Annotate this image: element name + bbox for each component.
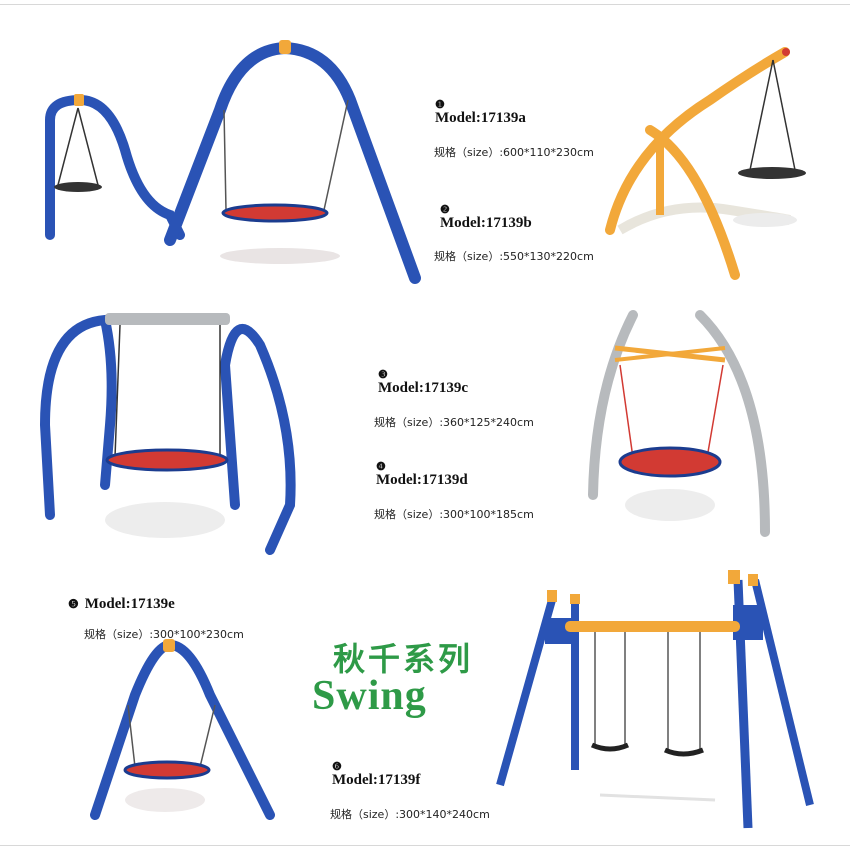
model-text-b: Model:17139b	[440, 215, 532, 231]
size-label-a: 规格（size）:600*110*230cm	[434, 146, 594, 159]
model-label-c: ❸ Model:17139c	[378, 369, 468, 397]
swing-illustration-a	[45, 40, 421, 284]
size-label-b: 规格（size）:550*130*220cm	[434, 250, 594, 263]
size-label-f: 规格（size）:300*140*240cm	[330, 808, 490, 821]
top-border	[0, 4, 850, 5]
model-label-b: ❷ Model:17139b	[440, 204, 532, 232]
size-label-c: 规格（size）:360*125*240cm	[374, 416, 534, 429]
series-title-en: Swing	[312, 673, 427, 719]
bullet-icon-6: ❻	[332, 761, 342, 773]
swing-illustration-b	[605, 47, 806, 280]
swing-illustration-f	[496, 570, 814, 829]
swing-illustration-d	[588, 310, 770, 537]
model-text-f: Model:17139f	[332, 772, 421, 788]
bullet-icon-3: ❸	[378, 369, 388, 381]
bullet-icon-1: ❶	[435, 99, 445, 111]
bottom-border	[0, 845, 850, 846]
model-label-e: ❺ Model:17139e	[68, 596, 175, 613]
size-label-d: 规格（size）:300*100*185cm	[374, 508, 534, 521]
swing-illustration-c	[39, 313, 296, 555]
size-label-e: 规格（size）:300*100*230cm	[84, 628, 244, 641]
bullet-icon-4: ❹	[376, 461, 386, 473]
model-text-e: Model:17139e	[84, 596, 175, 612]
model-label-a: ❶ Model:17139a	[435, 99, 526, 127]
bullet-icon-5: ❺	[68, 597, 79, 611]
swing-illustration-e	[90, 639, 275, 820]
model-label-f: ❻ Model:17139f	[332, 761, 421, 789]
model-label-d: ❹ Model:17139d	[376, 461, 468, 489]
series-title-cn: 秋千系列	[333, 640, 474, 678]
model-text-a: Model:17139a	[435, 110, 526, 126]
bullet-icon-2: ❷	[440, 204, 450, 216]
model-text-d: Model:17139d	[376, 472, 468, 488]
model-text-c: Model:17139c	[378, 380, 468, 396]
